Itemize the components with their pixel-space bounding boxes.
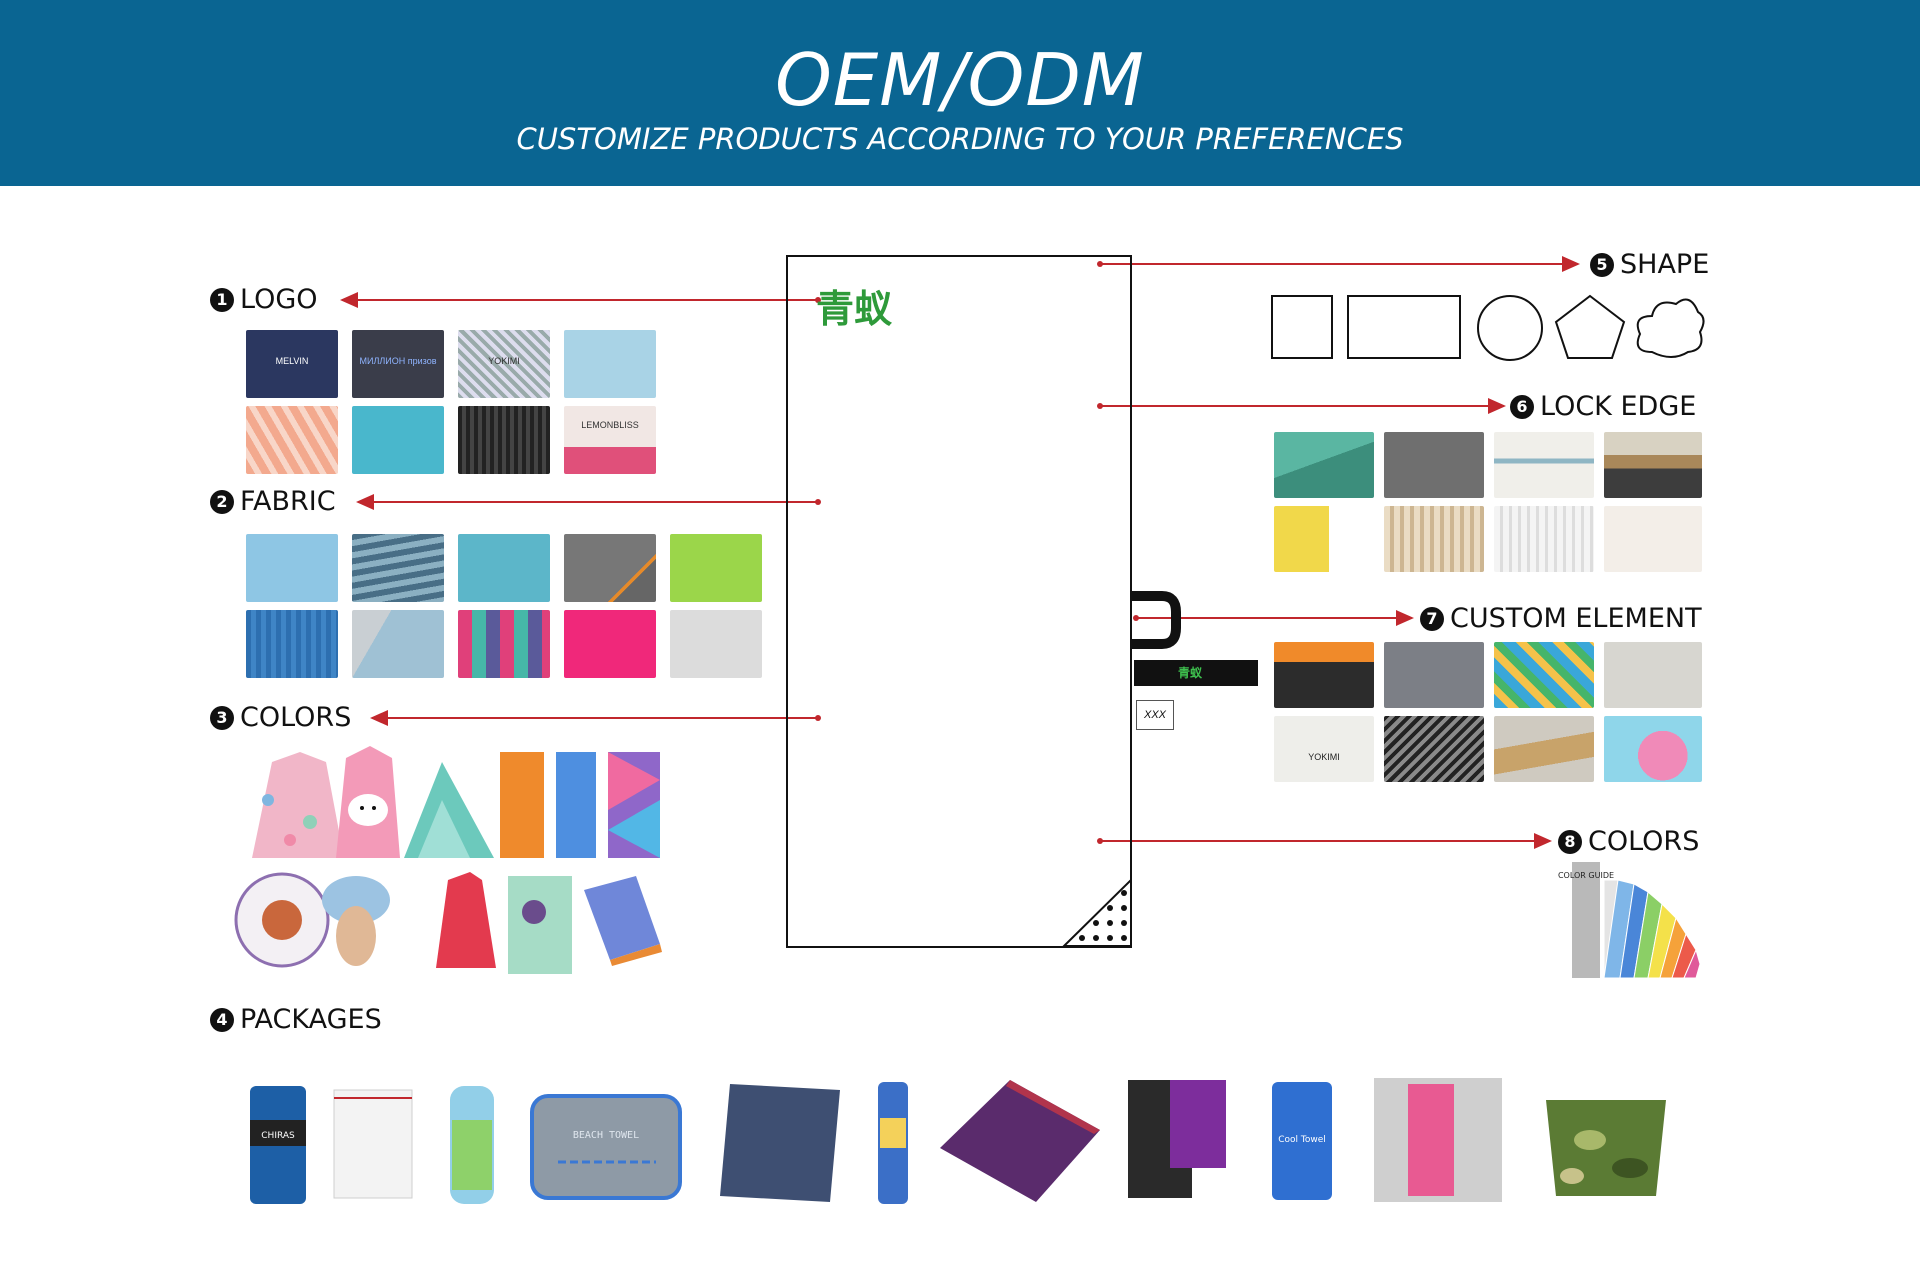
custom-element-sample (1384, 716, 1484, 782)
logo-sample (246, 406, 338, 474)
custom-element-sample (1604, 716, 1702, 782)
fabric-sample (564, 610, 656, 678)
lock-edge-sample (1604, 506, 1702, 572)
logo-sample: MELVIN (246, 330, 338, 398)
fabric-sample (458, 610, 550, 678)
shape-rectangle (1347, 295, 1461, 359)
custom-element-sample (1494, 716, 1594, 782)
towel-cartoon (508, 876, 572, 974)
fabric-sample (352, 534, 444, 602)
lock-edge-sample (1274, 506, 1374, 572)
package-bottle-green (450, 1086, 494, 1204)
shape-pentagon (1554, 294, 1626, 359)
package-pouch-purple (940, 1080, 1100, 1202)
package-tube (878, 1082, 908, 1204)
hair-turban (322, 876, 390, 966)
lock-edge-sample (1384, 506, 1484, 572)
svg-text:Cool Towel: Cool Towel (1278, 1135, 1326, 1145)
logo-sample: LEMONBLISS (564, 406, 656, 474)
fabric-sample (670, 534, 762, 602)
lock-edge-sample (1494, 432, 1594, 498)
towel-outline (786, 255, 1132, 948)
logo-sample (564, 330, 656, 398)
fabric-sample (352, 610, 444, 678)
package-can: Cool Towel (1272, 1082, 1332, 1200)
page-subtitle: CUSTOMIZE PRODUCTS ACCORDING TO YOUR PRE… (516, 122, 1404, 156)
lock-edge-sample (1494, 506, 1594, 572)
hooded-poncho-kitty (336, 746, 400, 858)
towel-logo: 青蚁 (816, 287, 893, 331)
logo-sample: МИЛЛИОН призов (352, 330, 444, 398)
fabric-sample (246, 610, 338, 678)
woven-tag (1134, 660, 1258, 686)
logo-sample (458, 406, 550, 474)
package-mesh-pouch-navy (720, 1084, 840, 1202)
folded-towel-blue (584, 876, 662, 966)
lock-edge-sample (1384, 432, 1484, 498)
care-label: XXX (1136, 700, 1174, 730)
svg-text:BEACH TOWEL: BEACH TOWEL (573, 1130, 639, 1141)
custom-element-sample (1274, 642, 1374, 708)
logo-sample (352, 406, 444, 474)
package-drawstring-bag-camo (1546, 1100, 1666, 1196)
custom-element-sample (1384, 642, 1484, 708)
package-clear-bag-pink (1374, 1078, 1502, 1202)
header-banner: OEM/ODM CUSTOMIZE PRODUCTS ACCORDING TO … (0, 0, 1920, 186)
custom-element-sample: YOKIMI (1274, 716, 1374, 782)
hooded-poncho-floral (252, 752, 344, 858)
fabric-sample (458, 534, 550, 602)
shape-cloud (1636, 298, 1705, 358)
hooded-towel-teal (404, 762, 494, 858)
svg-text:CHIRAS: CHIRAS (261, 1131, 295, 1141)
color-guide-card (1572, 862, 1600, 978)
lock-edge-sample (1274, 432, 1374, 498)
fabric-sample (564, 534, 656, 602)
towel-geometric (608, 752, 660, 858)
woven-tag-text: 青蚁 (1178, 666, 1203, 680)
color-guide-text: COLOR GUIDE (1558, 871, 1614, 880)
corner-pocket (1061, 877, 1132, 947)
logo-sample: YOKIMI (458, 330, 550, 398)
shape-circle (1477, 295, 1543, 361)
package-poly-bag (333, 1089, 413, 1199)
package-drawstring-bag-blue: CHIRAS (250, 1086, 306, 1204)
shape-square (1271, 295, 1333, 359)
bathrobe-red (436, 872, 496, 968)
corner-dots (1079, 890, 1127, 941)
towel-orange (500, 752, 544, 858)
round-beach-towel (234, 872, 330, 968)
custom-element-sample (1604, 642, 1702, 708)
lock-edge-sample (1604, 432, 1702, 498)
fabric-sample (670, 610, 762, 678)
custom-element-sample (1494, 642, 1594, 708)
fabric-sample (246, 534, 338, 602)
package-hanging-pouch (1128, 1080, 1226, 1198)
page-title: OEM/ODM (775, 38, 1145, 122)
hanging-loop (1132, 591, 1181, 649)
package-zip-case: BEACH TOWEL (530, 1094, 682, 1200)
towel-blue (556, 752, 596, 858)
